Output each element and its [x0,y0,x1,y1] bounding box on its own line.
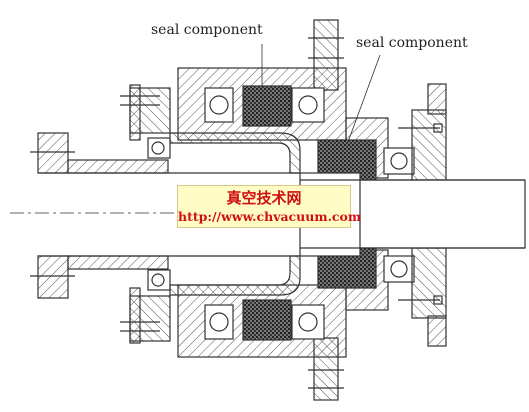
bearing-left-top [151,141,165,155]
watermark-url: http://www.chvacuum.com [178,209,362,224]
seal-block-left-bottom [242,299,292,341]
rotor-sleeve-top [169,132,301,174]
bearing-bottom-2 [298,312,318,332]
right-cap-top [411,109,447,181]
seal-block-left-top [242,85,292,127]
bearing-bottom-1 [209,312,229,332]
inlet-pipe-top-wall [67,159,169,174]
output-shaft [349,179,526,249]
top-flange-ear [313,19,339,91]
bearing-top-1 [209,95,229,115]
right-cap-bottom [411,247,447,319]
bottom-flange-ear [313,337,339,401]
bearing-top-2 [298,95,318,115]
left-flange-top [37,132,69,174]
bearing-right-bottom [390,260,408,278]
seal-component-label-right: seal component [356,35,468,51]
left-flange-bottom [37,255,69,299]
bearing-left-bottom [151,273,165,287]
inlet-pipe-bottom-wall [67,255,169,270]
leader-right [347,54,381,143]
rotor-sleeve-bottom [169,255,301,296]
seal-component-label-left: seal component [151,22,263,38]
site-watermark: 真空技术网 http://www.chvacuum.com [177,185,362,228]
watermark-title: 真空技术网 [226,189,302,207]
bearing-right-top [390,152,408,170]
